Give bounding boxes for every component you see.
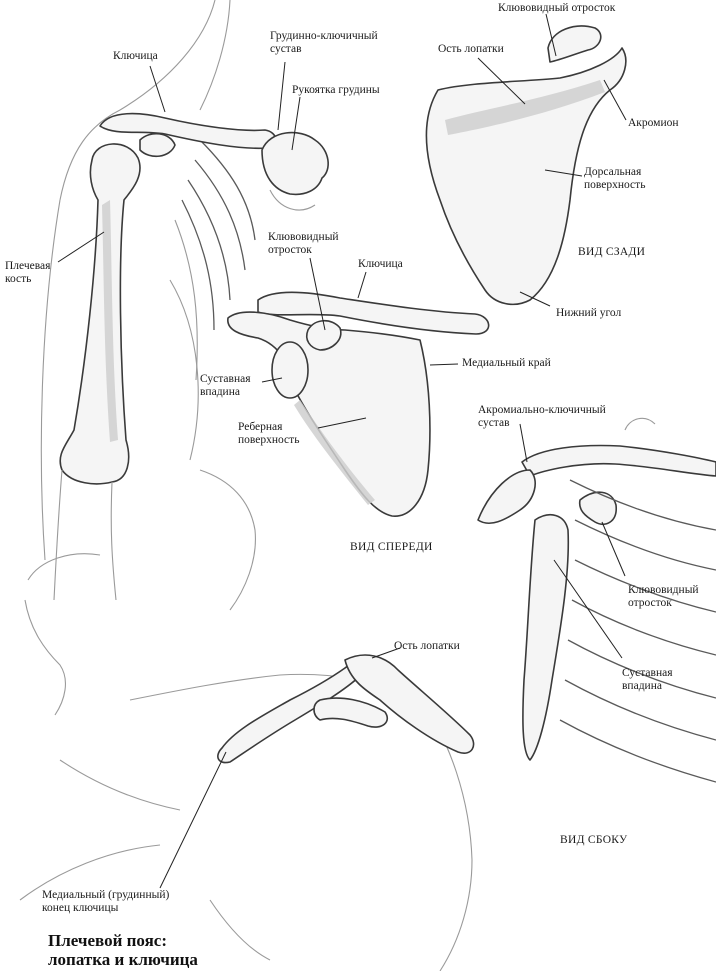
label-costal-surface-line2: поверхность bbox=[238, 434, 300, 446]
label-ac-joint-line2: сустав bbox=[478, 417, 510, 429]
scapula-back-view bbox=[425, 25, 627, 306]
coracoid-front bbox=[305, 319, 342, 351]
label-clavicle-front: Ключица bbox=[358, 258, 403, 270]
view-title-back: ВИД СЗАДИ bbox=[578, 246, 646, 258]
label-glenoid-side-line2: впадина bbox=[622, 680, 662, 692]
label-medial-border: Медиальный край bbox=[462, 357, 551, 369]
coracoid-side bbox=[578, 491, 617, 526]
label-glenoid-front-line1: Суставная bbox=[200, 373, 251, 385]
label-inferior-angle: Нижний угол bbox=[556, 307, 622, 319]
label-sternoclavicular-joint-line1: Грудинно-ключичный bbox=[270, 30, 378, 42]
label-coracoid-back: Клювовидный отросток bbox=[498, 2, 616, 14]
label-sternoclavicular-joint-line2: сустав bbox=[270, 43, 302, 55]
label-coracoid-front-line1: Клювовидный bbox=[268, 231, 339, 243]
label-humerus-line2: кость bbox=[5, 273, 32, 285]
label-coracoid-side-line1: Клювовидный bbox=[628, 584, 699, 596]
glenoid-front bbox=[271, 341, 309, 399]
label-humerus-line1: Плечевая bbox=[5, 260, 51, 272]
figure-title-line1: Плечевой пояс: bbox=[48, 931, 167, 950]
label-clavicle-top: Ключица bbox=[113, 50, 158, 62]
leader-lines bbox=[57, 13, 627, 889]
label-ac-joint-line1: Акромиально-ключичный bbox=[478, 404, 606, 416]
clavicle-bone-front bbox=[257, 291, 490, 335]
humerus-bone bbox=[59, 143, 141, 485]
view-title-side: ВИД СБОКУ bbox=[560, 834, 628, 846]
label-dorsal-surface-line1: Дорсальная bbox=[584, 166, 642, 178]
label-spine-bottom: Ость лопатки bbox=[394, 640, 460, 652]
label-coracoid-side-line2: отросток bbox=[628, 597, 672, 609]
label-coracoid-front-line2: отросток bbox=[268, 244, 312, 256]
label-spine-back: Ость лопатки bbox=[438, 43, 504, 55]
label-glenoid-side-line1: Суставная bbox=[622, 667, 673, 679]
scapula-back-body bbox=[425, 47, 627, 306]
figure-title-line2: лопатка и ключица bbox=[48, 950, 198, 969]
scapula-front-view bbox=[227, 291, 490, 517]
label-medial-end-line2: конец ключицы bbox=[42, 902, 119, 914]
head-shoulder-figure bbox=[19, 469, 475, 971]
label-acromion: Акромион bbox=[628, 117, 679, 129]
label-medial-end-line1: Медиальный (грудинный) bbox=[42, 889, 170, 901]
label-costal-surface-line1: Реберная bbox=[238, 421, 283, 433]
label-manubrium: Рукоятка грудины bbox=[292, 84, 380, 96]
clavicle-bone-side bbox=[521, 444, 716, 477]
scapula-side-view bbox=[477, 417, 716, 783]
view-title-front: ВИД СПЕРЕДИ bbox=[350, 541, 433, 553]
torso-arm-figure bbox=[40, 0, 329, 601]
scapula-side-blade bbox=[522, 514, 570, 761]
spine-bottom bbox=[344, 654, 475, 754]
label-glenoid-front-line2: впадина bbox=[200, 386, 240, 398]
coracoid-back bbox=[547, 25, 602, 63]
manubrium-bone bbox=[261, 131, 329, 196]
clavicle-bone-top bbox=[99, 112, 277, 150]
label-dorsal-surface-line2: поверхность bbox=[584, 179, 646, 191]
